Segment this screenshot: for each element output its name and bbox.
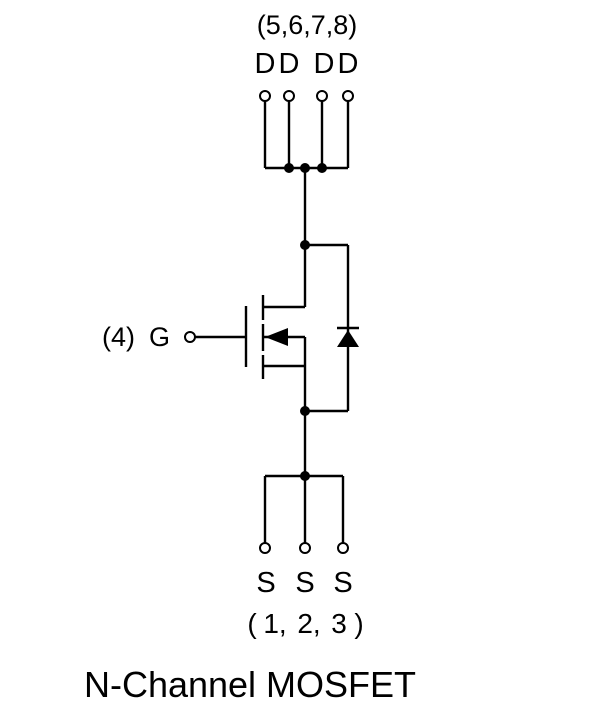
drain-junction-dot: [317, 163, 327, 173]
source-pin-close-paren: ): [354, 608, 363, 639]
drain-terminal-2: [283, 90, 295, 102]
gate-label: G: [149, 322, 170, 352]
channel-arrow: [265, 328, 288, 346]
gate-terminal: [184, 331, 196, 343]
drain-terminal-3: [316, 90, 328, 102]
source-terminal-3: [337, 542, 349, 554]
source-pin-1: 1,: [263, 608, 286, 639]
source-wiring: [263, 474, 345, 543]
drain-terminal-4: [342, 90, 354, 102]
source-node-dot: [300, 406, 310, 416]
drain-junction-dot: [300, 163, 310, 173]
source-terminal-1: [259, 542, 271, 554]
drain-label-4: D: [338, 48, 359, 80]
gate-pin-number: (4): [102, 322, 135, 352]
source-junction-dot: [300, 471, 310, 481]
drain-label-1: D: [255, 48, 276, 80]
drain-label-3: D: [314, 48, 335, 80]
drain-junction-dot: [284, 163, 294, 173]
mosfet-channel: [261, 295, 307, 476]
drain-wiring: [263, 101, 350, 307]
source-terminal-2: [299, 542, 311, 554]
source-pin-open-paren: (: [247, 608, 257, 639]
source-label-2: S: [295, 567, 314, 599]
diagram-caption: N-Channel MOSFET: [84, 664, 416, 705]
drain-label-2: D: [279, 48, 300, 80]
drain-terminal-1: [259, 90, 271, 102]
source-pin-3: 3: [331, 608, 347, 639]
source-label-3: S: [333, 567, 352, 599]
source-pin-2: 2,: [297, 608, 320, 639]
source-label-1: S: [256, 567, 275, 599]
drain-pin-numbers: (5,6,7,8): [257, 10, 358, 40]
drain-node-dot: [300, 240, 310, 250]
body-diode-triangle: [337, 330, 359, 347]
